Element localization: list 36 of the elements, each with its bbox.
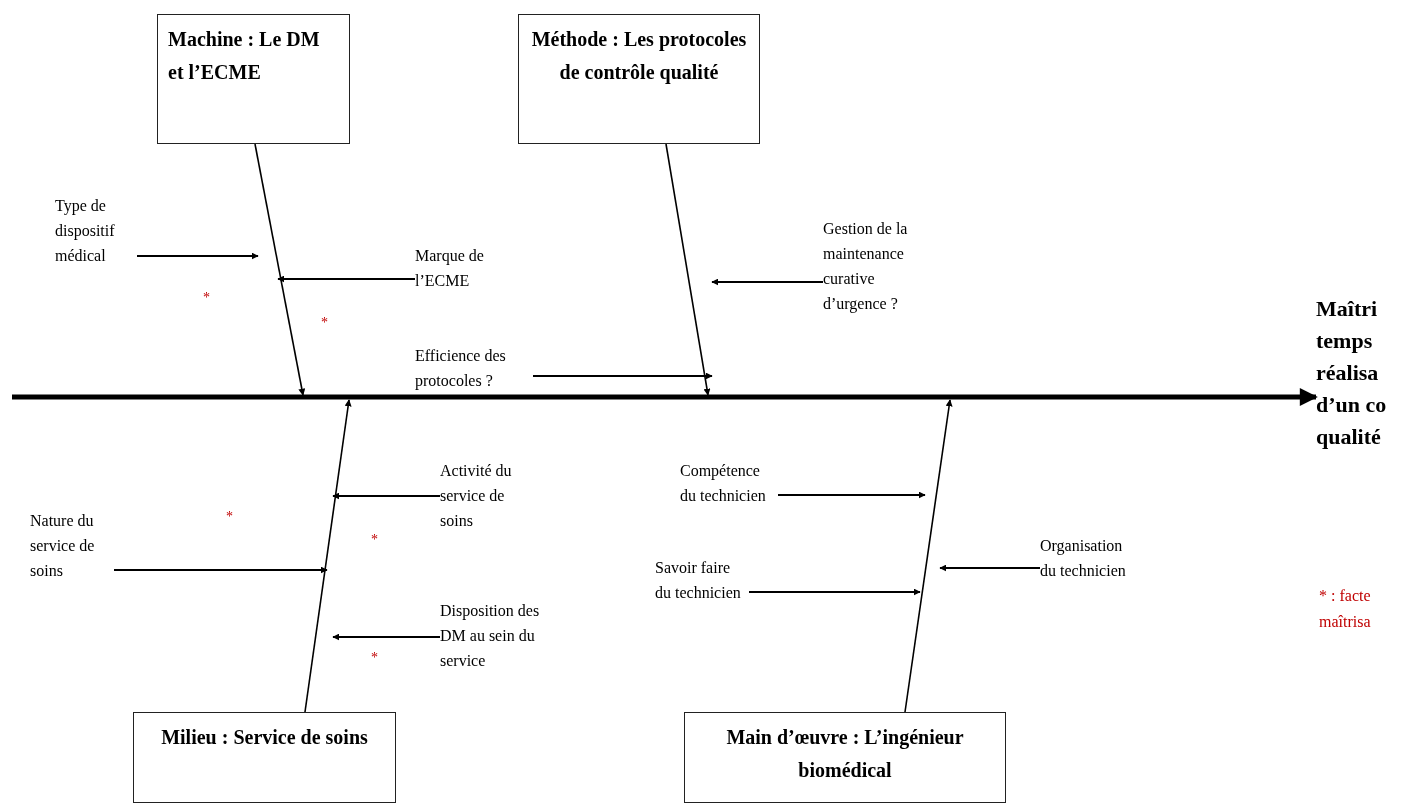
arrow xyxy=(136,252,259,260)
asterisk: * xyxy=(226,508,233,526)
cause-label: Gestion de la maintenance curative d’urgence ? xyxy=(823,216,923,322)
asterisk: * xyxy=(371,531,378,549)
arrow xyxy=(113,566,328,574)
bone-arrow xyxy=(304,399,352,713)
bone-arrow xyxy=(254,143,306,396)
spine-arrow xyxy=(12,388,1318,406)
bone-arrow xyxy=(904,399,953,713)
footnote: * : facte maîtrisa xyxy=(1319,586,1372,632)
cause-label: Savoir faire du technicien xyxy=(655,555,749,609)
arrow xyxy=(332,492,441,500)
category-box: Machine : Le DM et l’ECME xyxy=(157,14,350,144)
asterisk: * xyxy=(321,314,328,332)
category-box: Milieu : Service de soins xyxy=(133,712,396,803)
arrow xyxy=(332,633,441,641)
cause-label: Disposition des DM au sein du service xyxy=(440,598,554,678)
cause-label: Compétence du technicien xyxy=(680,458,778,512)
category-box: Main d’œuvre : L’ingénieur biomédical xyxy=(684,712,1006,803)
asterisk: * xyxy=(203,289,210,307)
arrow xyxy=(277,275,416,283)
arrow xyxy=(748,588,921,596)
arrow xyxy=(777,491,926,499)
bone-arrow xyxy=(665,143,711,396)
asterisk: * xyxy=(371,649,378,667)
category-box: Méthode : Les protocoles de contrôle qualité xyxy=(518,14,760,144)
cause-label: Organisation du technicien xyxy=(1040,533,1136,587)
arrow xyxy=(939,564,1041,572)
arrow xyxy=(711,278,824,286)
effect-label: Maîtri temps réalisa d’un co qualité xyxy=(1316,293,1404,458)
arrow xyxy=(532,372,713,380)
cause-label: Activité du service de soins xyxy=(440,458,524,538)
cause-label: Type de dispositif médical xyxy=(55,193,137,273)
cause-label: Marque de l’ECME xyxy=(415,243,503,297)
cause-label: Efficience des protocoles ? xyxy=(415,343,533,397)
cause-label: Nature du service de soins xyxy=(30,508,114,588)
